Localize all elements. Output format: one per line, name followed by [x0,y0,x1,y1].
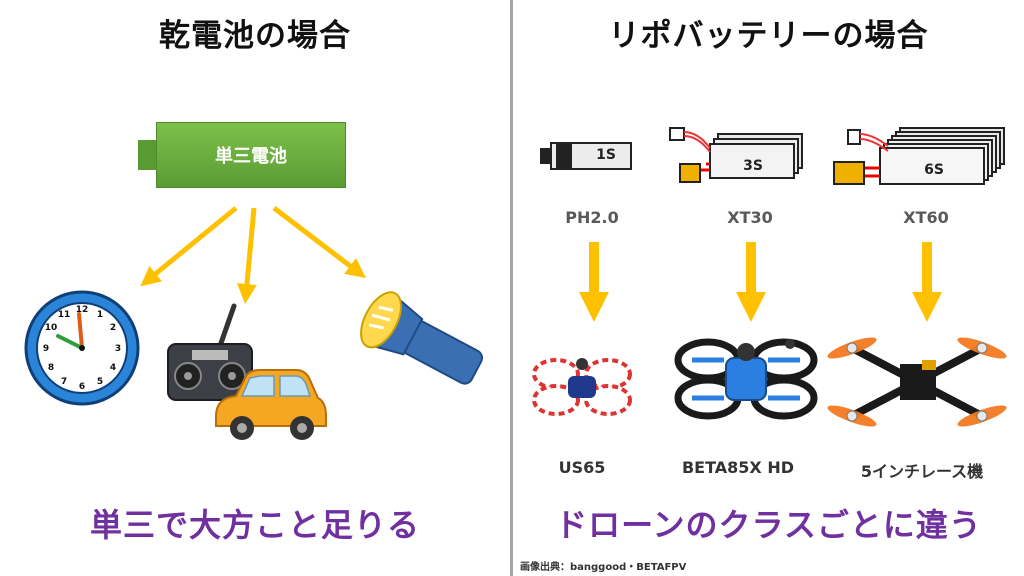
connector-label-xt30: XT30 [727,208,773,227]
flashlight-icon [360,291,484,385]
svg-text:4: 4 [110,363,116,373]
svg-text:5: 5 [97,377,103,387]
beta85x-drone-icon [674,338,818,420]
left-title: 乾電池の場合 [159,18,351,54]
svg-text:9: 9 [43,344,49,354]
drone-label-race: 5インチレース機 [860,462,984,481]
battery-label: 単三電池 [215,146,287,167]
pack-band [556,144,572,168]
svg-text:6: 6 [79,382,85,392]
lipo-3s-battery [669,127,803,183]
arrow-to-transmitter [236,207,257,304]
connector-label-ph20: PH2.0 [565,208,619,227]
right-caption: ドローンのクラスごとに違う [555,506,982,544]
arrow-to-clock [140,206,238,287]
connector-label-xt60: XT60 [903,208,949,227]
svg-text:2: 2 [110,323,116,333]
arrow-shaft-3s [746,242,756,296]
us65-drone-icon [532,358,632,416]
svg-text:7: 7 [61,377,67,387]
lipo-6s-battery [833,127,1005,185]
right-arrows [579,242,942,322]
toy-car-icon [215,369,327,440]
svg-text:8: 8 [48,363,54,373]
svg-text:10: 10 [45,323,58,333]
connector-plug [540,148,552,164]
battery-terminal [138,140,158,170]
rc-transmitter-icon [167,303,253,401]
svg-text:11: 11 [58,310,71,320]
arrow-to-flashlight [272,206,366,279]
right-title: リポバッテリーの場合 [608,18,929,54]
cell-label-3s: 3S [743,158,763,174]
cell-label-6s: 6S [924,162,944,178]
arrow-head-1s [579,292,609,322]
arrow-shaft-6s [922,242,932,296]
cell-label-1s: 1S [596,147,616,163]
svg-text:12: 12 [76,305,89,315]
divider [510,0,513,576]
left-caption: 単三で大方こと足りる [89,506,420,544]
lipo-1s-battery: 1S [540,142,632,170]
arrow-head-6s [912,292,942,322]
svg-text:3: 3 [115,344,121,354]
svg-text:1: 1 [97,310,103,320]
image-credit: 画像出典：banggood・BETAFPV [520,562,687,573]
drone-label-us65: US65 [558,458,606,477]
drone-label-beta85x: BETA85X HD [681,458,795,477]
aa-battery: 単三電池 [138,122,346,188]
race-drone-icon [827,337,1007,427]
arrow-shaft-1s [589,242,599,296]
battery-body [156,122,346,188]
left-arrows [140,206,366,304]
arrow-head-3s [736,292,766,322]
